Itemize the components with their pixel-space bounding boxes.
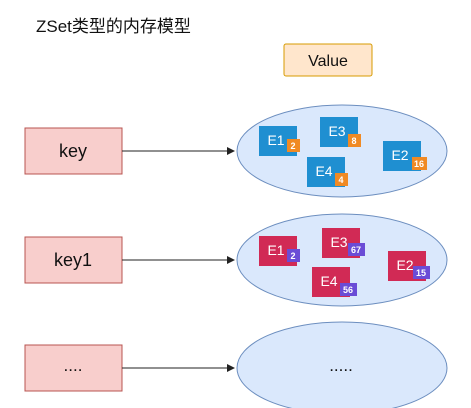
key-label: key — [59, 141, 87, 161]
score-badge — [287, 139, 300, 152]
diagram-title: ZSet类型的内存模型 — [36, 17, 191, 36]
element-score: 2 — [290, 251, 295, 261]
element-label: E2 — [396, 257, 413, 273]
element-score: 4 — [338, 175, 343, 185]
row-key: key E1 2 E3 8 E4 4 E2 16 — [24, 104, 448, 198]
zset-element: E3 8 — [320, 117, 361, 147]
element-label: E2 — [391, 147, 408, 163]
element-score: 67 — [351, 245, 361, 255]
zset-element: E2 16 — [383, 141, 427, 171]
element-label: E1 — [267, 132, 284, 148]
element-score: 2 — [290, 141, 295, 151]
score-badge — [412, 157, 427, 170]
score-badge — [340, 283, 357, 296]
zset-element: E1 2 — [259, 126, 300, 156]
element-score: 16 — [414, 159, 424, 169]
ellipse-placeholder-text: ..... — [329, 356, 353, 375]
key-box — [24, 344, 123, 392]
element-label: E3 — [328, 123, 345, 139]
element-label: E4 — [315, 163, 332, 179]
score-badge — [348, 243, 365, 256]
element-label: E4 — [320, 273, 337, 289]
row-key1: key1 E1 2 E3 67 E4 56 E2 15 — [24, 213, 448, 307]
key-box — [24, 127, 123, 175]
value-label: Value — [308, 53, 348, 70]
zset-element: E3 67 — [322, 228, 365, 258]
value-ellipse — [236, 321, 448, 408]
zset-element: E4 4 — [307, 157, 348, 187]
row-placeholder: .... ..... — [24, 321, 448, 408]
element-score: 8 — [351, 136, 356, 146]
score-badge — [348, 134, 361, 147]
element-score: 56 — [343, 285, 353, 295]
element-score: 15 — [416, 268, 426, 278]
score-badge — [335, 173, 348, 186]
score-badge — [287, 249, 300, 262]
value-label-box — [283, 43, 373, 77]
key-label: .... — [64, 356, 83, 375]
element-label: E1 — [267, 242, 284, 258]
key-label: key1 — [54, 250, 92, 270]
score-badge — [413, 266, 430, 279]
zset-element: E4 56 — [312, 267, 357, 297]
zset-element: E2 15 — [388, 251, 430, 281]
zset-element: E1 2 — [259, 236, 300, 266]
element-label: E3 — [330, 234, 347, 250]
